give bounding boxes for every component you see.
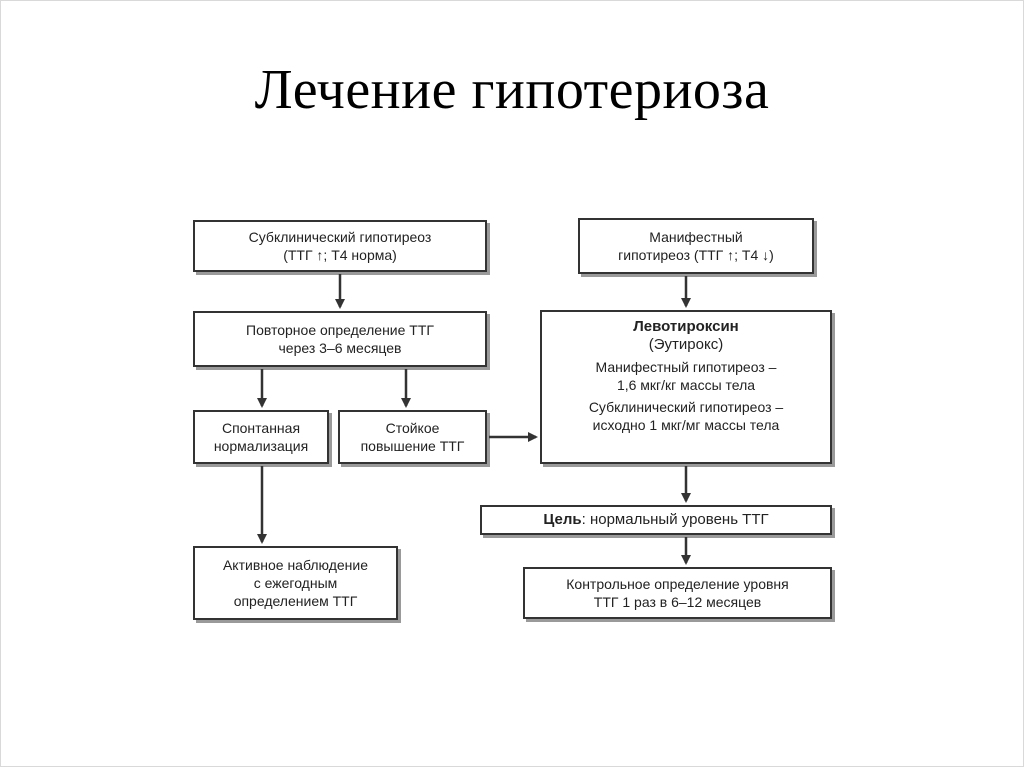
box-levothyroxine: Левотироксин (Эутирокс) Манифестный гипо…	[540, 310, 832, 464]
manifest-dose-line: 1,6 мкг/кг массы тела	[616, 377, 756, 393]
box-control-tsh: Контрольное определение уровня ТТГ 1 раз…	[523, 567, 832, 619]
drug-brand: (Эутирокс)	[648, 336, 724, 353]
box-text-line: Субклинический гипотиреоз	[248, 229, 432, 245]
box-text-line: Повторное определение ТТГ	[246, 322, 434, 338]
box-manifest-hypothyroidism: Манифестный гипотиреоз (ТТГ ↑; Т4 ↓)	[578, 218, 814, 274]
box-text-line: Манифестный	[649, 229, 743, 245]
box-text-line: гипотиреоз (ТТГ ↑; Т4 ↓)	[618, 247, 774, 263]
box-text-line: повышение ТТГ	[360, 438, 465, 454]
box-text-line: с ежегодным	[253, 575, 338, 591]
subclinical-dose-line: Субклинический гипотиреоз –	[588, 399, 784, 415]
goal-text: : нормальный уровень ТТГ	[581, 511, 769, 528]
box-text-line: определением ТТГ	[233, 593, 358, 609]
goal-label: Цель	[543, 511, 582, 528]
box-active-observation: Активное наблюдение с ежегодным определе…	[193, 546, 398, 620]
box-text-line: через 3–6 месяцев	[278, 340, 402, 356]
manifest-dose-line: Манифестный гипотиреоз –	[595, 359, 777, 375]
box-text-line: нормализация	[213, 438, 309, 454]
box-text-line: ТТГ 1 раз в 6–12 месяцев	[593, 594, 762, 610]
box-repeat-tsh: Повторное определение ТТГ через 3–6 меся…	[193, 311, 487, 367]
subclinical-dose-line: исходно 1 мкг/мг массы тела	[592, 417, 780, 433]
box-text-line: Контрольное определение уровня	[566, 576, 789, 592]
box-text-line: Стойкое	[385, 420, 440, 436]
page-title: Лечение гипотериоза	[254, 59, 770, 121]
box-spontaneous-normalization: Спонтанная нормализация	[193, 410, 329, 464]
box-text-line: (ТТГ ↑; Т4 норма)	[283, 247, 397, 263]
box-goal: Цель : нормальный уровень ТТГ	[480, 505, 832, 535]
box-subclinical-hypothyroidism: Субклинический гипотиреоз (ТТГ ↑; Т4 нор…	[193, 220, 487, 272]
drug-name: Левотироксин	[633, 318, 739, 335]
box-persistent-tsh-elevation: Стойкое повышение ТТГ	[338, 410, 487, 464]
box-text-line: Активное наблюдение	[222, 557, 369, 573]
box-text-line: Спонтанная	[221, 420, 301, 436]
